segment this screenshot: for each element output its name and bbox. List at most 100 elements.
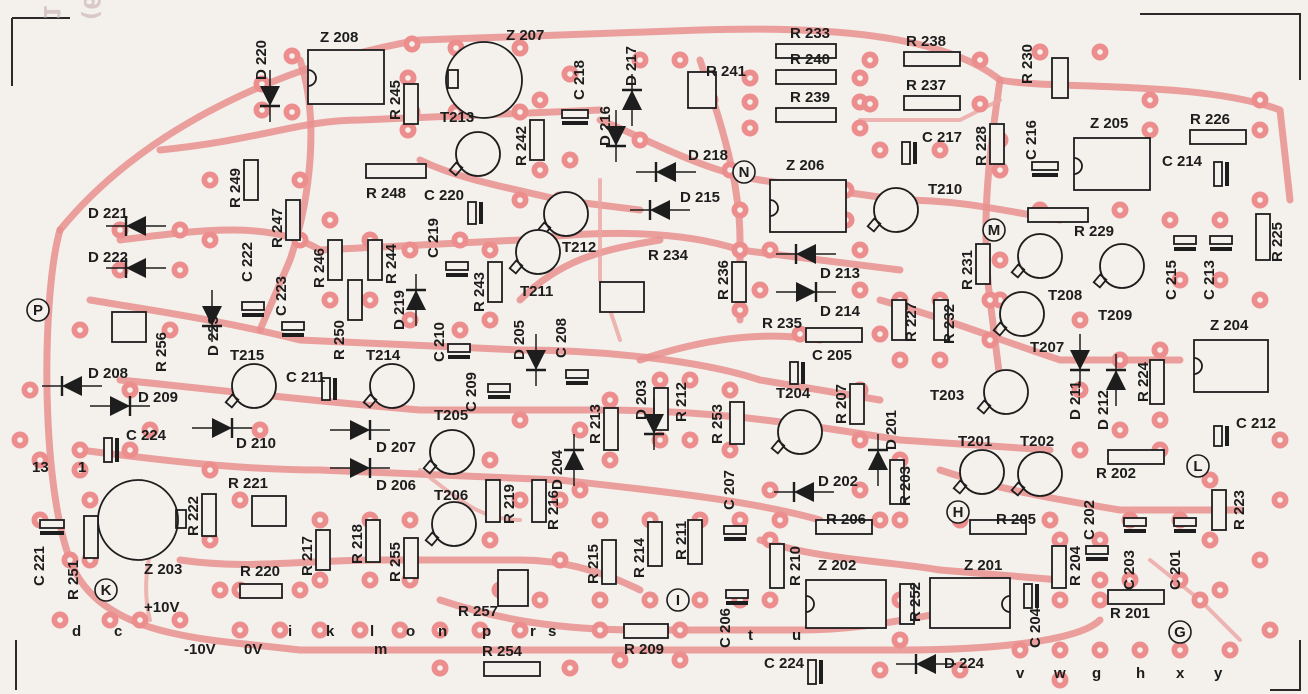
terminal-k: k	[326, 623, 335, 640]
capacitor-c201	[1173, 517, 1197, 527]
marker-label: N	[739, 164, 750, 181]
resistor-label: R 234	[648, 247, 689, 264]
marker-label: P	[33, 302, 43, 319]
capacitor-label: C 203	[1121, 550, 1138, 590]
diode-label: D 214	[820, 303, 861, 320]
terminal-minus10v: -10V	[184, 641, 216, 658]
ic-z205-label: Z 205	[1090, 115, 1128, 132]
resistor-label: R 248	[366, 185, 406, 202]
diode-d201	[868, 434, 888, 486]
resistor-r253	[729, 401, 745, 445]
marker-label: M	[988, 222, 1001, 239]
terminal-p: p	[482, 623, 491, 640]
diode-d223	[202, 290, 222, 342]
terminal-m: m	[374, 641, 387, 658]
ic-z208-label: Z 208	[320, 29, 358, 46]
marker-g: G	[1168, 620, 1192, 644]
resistor-label: R 254	[482, 643, 523, 660]
transistor-t213	[455, 131, 501, 177]
resistor-label: R 201	[1110, 605, 1150, 622]
resistor-label: R 253	[709, 404, 726, 444]
resistor-r231	[975, 243, 991, 285]
capacitor-c216	[1031, 161, 1059, 171]
resistor-r222	[201, 493, 217, 537]
resistor-r244	[367, 239, 383, 281]
ic-z206-label: Z 206	[786, 157, 824, 174]
diode-label: D 202	[818, 473, 858, 490]
resistor-label: R 224	[1135, 361, 1152, 402]
resistor-r215	[601, 539, 617, 585]
resistor-label: R 226	[1190, 111, 1230, 128]
transistor-t208	[1017, 233, 1063, 279]
capacitor-c207	[723, 525, 747, 535]
resistor-label: R 206	[826, 511, 866, 528]
capacitor-c219	[445, 261, 469, 271]
capacitor-c205	[789, 361, 799, 385]
transistor-label: T213	[440, 109, 474, 126]
resistor-label: R 238	[906, 33, 946, 50]
diode-label: D 216	[597, 106, 614, 146]
transistor-t207	[999, 291, 1045, 337]
diode-d209	[90, 396, 150, 416]
marker-label: L	[1193, 458, 1202, 475]
capacitor-c217	[901, 141, 911, 165]
resistor-label: R 231	[959, 250, 976, 290]
terminal-0v: 0V	[244, 641, 262, 658]
resistor-r250	[347, 279, 363, 321]
capacitor-c211	[321, 377, 331, 401]
resistor-r209	[623, 623, 669, 639]
resistor-label: R 222	[185, 496, 202, 536]
transistor-t205	[429, 429, 475, 475]
resistor-label: R 209	[624, 641, 664, 658]
resistor-r245	[403, 83, 419, 125]
resistor-label: R 243	[471, 272, 488, 312]
diode-d204	[564, 434, 584, 486]
resistor-r254	[483, 661, 541, 677]
terminal-u: u	[792, 627, 801, 644]
transistor-label: T215	[230, 347, 264, 364]
diode-d207	[330, 420, 390, 440]
diode-label: D 205	[511, 320, 528, 360]
capacitor-label: C 224	[764, 655, 805, 672]
transistor-t212	[543, 191, 589, 237]
ic-z205: Z 205	[1073, 115, 1151, 191]
resistor-r220	[239, 583, 283, 599]
transistor-t206	[431, 501, 477, 547]
capacitor-label: C 223	[273, 276, 290, 316]
transistor-label: T201	[958, 433, 992, 450]
terminal-y: y	[1214, 665, 1223, 682]
capacitor-label: C 212	[1236, 415, 1276, 432]
capacitor-c210	[447, 343, 471, 353]
resistor-r201	[1107, 589, 1165, 605]
resistor-r237	[903, 95, 961, 111]
resistor-r248	[365, 163, 427, 179]
ic-z208: Z 208	[307, 29, 385, 105]
resistor-label: R 220	[240, 563, 280, 580]
resistor-r257	[497, 569, 529, 607]
transistor-label: T208	[1048, 287, 1082, 304]
terminal-s: s	[548, 623, 556, 640]
capacitor-c224	[103, 437, 113, 463]
resistor-r228	[989, 123, 1005, 165]
diode-d218	[636, 162, 696, 182]
terminal-d: d	[72, 623, 81, 640]
resistor-label: R 242	[513, 126, 530, 166]
transistor-label: T203	[930, 387, 964, 404]
crop-marks	[11, 13, 1301, 691]
resistor-label: R 204	[1067, 545, 1084, 586]
diode-label: D 215	[680, 189, 720, 206]
terminal-w: w	[1053, 665, 1066, 682]
capacitor-c224	[807, 659, 817, 685]
transistor-t202	[1017, 451, 1063, 497]
resistor-label: R 211	[673, 521, 690, 560]
terminal-r: r	[530, 623, 536, 640]
transistor-t214	[369, 363, 415, 409]
resistor-label: R 203	[897, 466, 914, 506]
capacitor-label: C 217	[922, 129, 962, 146]
capacitor-c203	[1123, 517, 1147, 527]
diode-label: D 219	[391, 290, 408, 330]
resistor-r239	[775, 107, 837, 123]
capacitor-label: C 224	[126, 427, 167, 444]
capacitor-c204	[1023, 583, 1033, 609]
